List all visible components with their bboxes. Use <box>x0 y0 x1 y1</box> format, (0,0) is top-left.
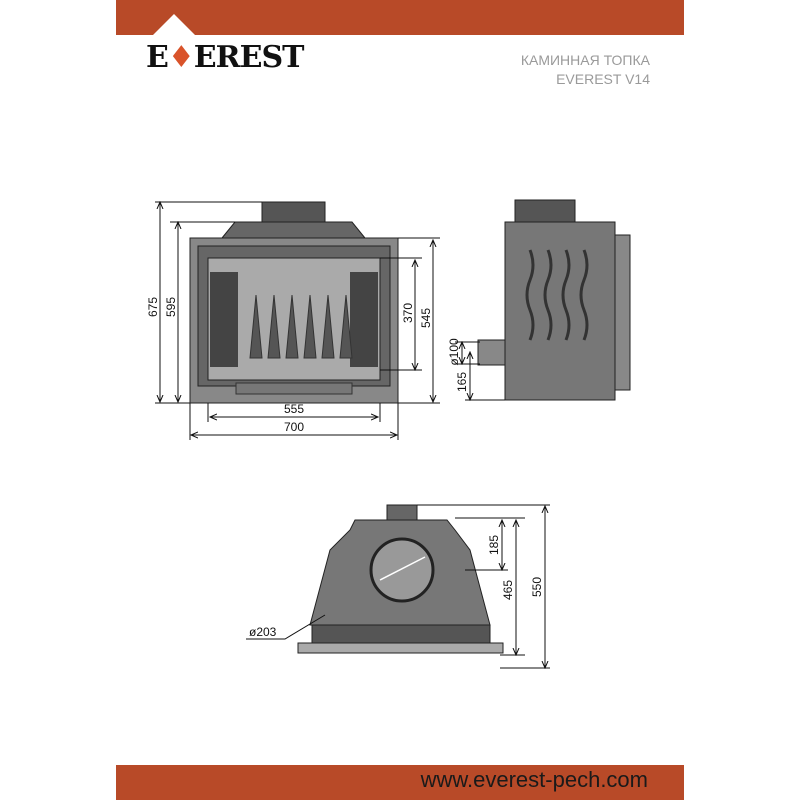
brand-logo: E♦EREST <box>146 40 305 75</box>
dim-body-height: 595 <box>164 297 178 317</box>
dim-door-height: 545 <box>419 308 433 328</box>
website-link[interactable]: www.everest-pech.com <box>420 767 648 792</box>
dim-inlet-diameter: ø100 <box>447 338 461 366</box>
header-bar <box>116 0 684 35</box>
dim-rear-total-height: 550 <box>530 577 544 597</box>
dim-outlet-diameter: ø203 <box>249 625 277 639</box>
dim-total-width: 700 <box>284 420 304 434</box>
front-dimensions <box>155 202 440 440</box>
flame-icon: ♦ <box>167 40 195 75</box>
dim-inlet-height: 165 <box>455 372 469 392</box>
dim-glass-width: 555 <box>284 402 304 416</box>
dim-top-offset: 185 <box>487 535 501 555</box>
document-title: КАМИННАЯ ТОПКА EVEREST V14 <box>521 51 650 89</box>
dim-total-height: 675 <box>146 297 160 317</box>
rear-view <box>297 504 504 654</box>
logo-letter: E <box>146 40 169 75</box>
front-view <box>189 201 399 404</box>
title-line-1: КАМИННАЯ ТОПКА <box>520 52 650 68</box>
dim-glass-height: 370 <box>401 303 415 323</box>
side-view <box>477 199 631 401</box>
title-line-2: EVEREST V14 <box>556 71 650 87</box>
dim-rear-body-height: 465 <box>501 580 515 600</box>
logo-peak-icon <box>153 14 195 35</box>
footer-bar <box>116 765 684 800</box>
logo-text: EREST <box>193 40 305 75</box>
